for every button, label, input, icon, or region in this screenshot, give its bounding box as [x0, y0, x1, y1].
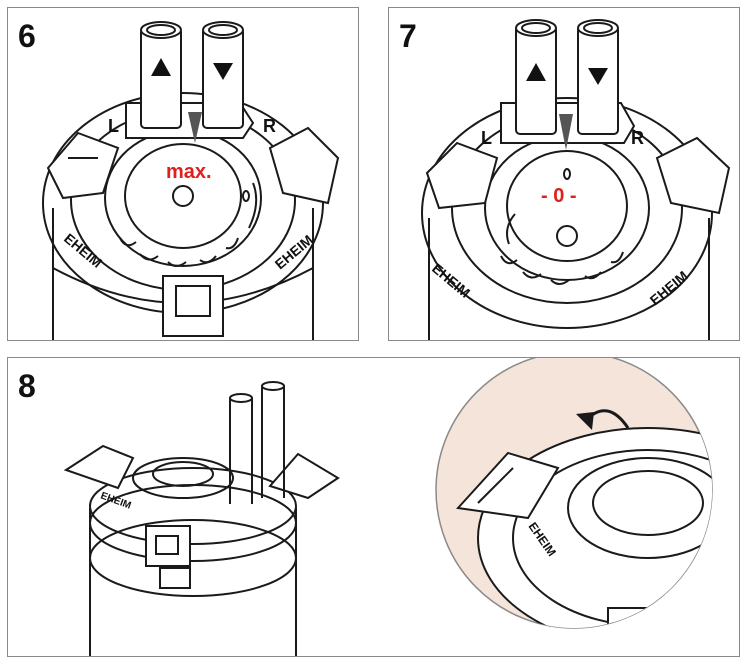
front-latch	[145, 525, 191, 567]
filter-head-illustration: L R max. EHEIM EHEIM	[42, 21, 340, 340]
label-l: L	[481, 128, 492, 148]
up-arrow-icon	[151, 58, 171, 76]
label-l: L	[108, 116, 119, 136]
left-lever	[63, 444, 135, 490]
right-clip	[655, 136, 731, 215]
step-6-panel: 6	[7, 7, 359, 341]
dial	[567, 457, 712, 559]
right-clip	[268, 126, 340, 205]
dial-setting-text: max.	[166, 161, 212, 183]
step-7-panel: 7 L R - 0 - EHEIM EHEIM	[388, 7, 740, 341]
label-r: R	[263, 116, 276, 136]
outer-ring	[421, 97, 713, 329]
step-8-panel: 8 EHEIM	[7, 357, 740, 657]
step-number: 6	[18, 18, 36, 54]
left-pipe	[140, 27, 182, 129]
dial	[132, 457, 234, 499]
down-arrow-icon	[213, 63, 233, 80]
dial	[484, 135, 650, 281]
dial-center	[172, 185, 194, 207]
left-pipe	[229, 398, 253, 504]
pointer-icon	[559, 114, 573, 150]
right-lever	[268, 452, 340, 500]
filter-assembly-illustration: EHEIM EHEIM	[63, 358, 713, 656]
step-number: 8	[18, 368, 36, 404]
dial-center	[556, 225, 578, 247]
brand-logo-left: EHEIM	[429, 260, 473, 301]
brand-logo-right: EHEIM	[647, 268, 691, 309]
lever-detail	[455, 451, 560, 520]
label-r: R	[631, 128, 644, 148]
up-arrow-icon	[526, 63, 546, 81]
dial-setting-text: - 0 -	[541, 185, 577, 207]
left-clip	[46, 131, 120, 200]
filter-head-illustration: L R - 0 - EHEIM EHEIM	[421, 19, 731, 340]
pointer-icon	[188, 112, 202, 143]
right-pipe	[261, 386, 285, 498]
left-clip	[425, 141, 499, 210]
arrow-head-icon	[576, 412, 594, 430]
step-number: 7	[399, 18, 417, 54]
down-arrow-icon	[588, 68, 608, 85]
